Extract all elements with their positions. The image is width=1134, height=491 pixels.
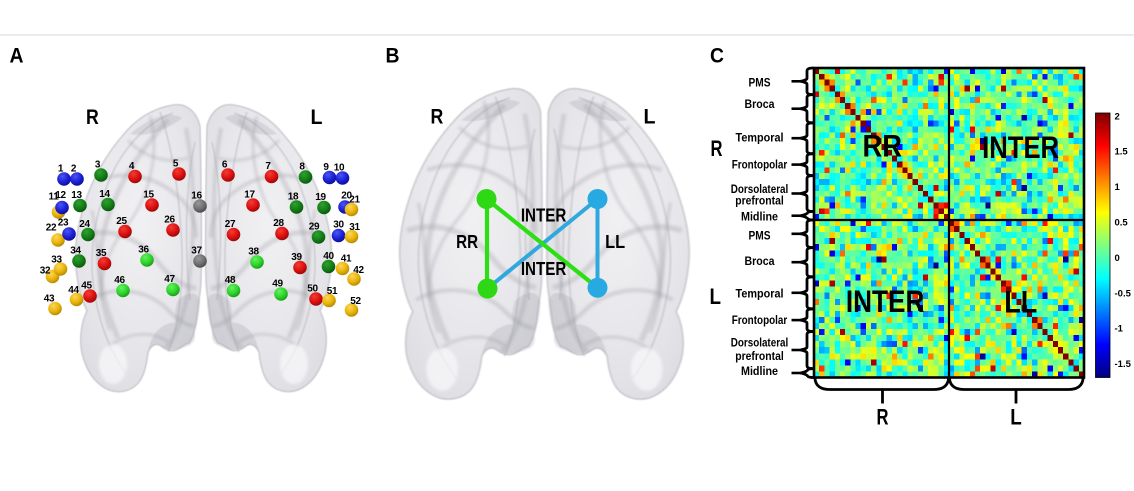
svg-text:5: 5	[173, 159, 179, 170]
svg-text:24: 24	[79, 219, 90, 230]
svg-text:Broca: Broca	[745, 254, 775, 268]
svg-text:4: 4	[129, 161, 135, 172]
svg-text:44: 44	[68, 285, 79, 296]
svg-text:L: L	[644, 106, 656, 129]
svg-text:LL: LL	[1004, 284, 1037, 320]
svg-text:3: 3	[95, 160, 101, 171]
svg-text:48: 48	[225, 275, 236, 286]
svg-text:PMS: PMS	[749, 75, 771, 89]
svg-text:35: 35	[96, 248, 107, 259]
svg-text:2: 2	[71, 164, 77, 175]
svg-text:20: 20	[341, 191, 352, 202]
svg-text:0.5: 0.5	[1115, 218, 1129, 229]
svg-text:-1: -1	[1115, 324, 1124, 335]
svg-text:Dorsolateral: Dorsolateral	[731, 335, 789, 349]
svg-text:31: 31	[349, 222, 360, 233]
svg-text:1.5: 1.5	[1115, 147, 1129, 158]
svg-text:INTER: INTER	[521, 205, 567, 226]
svg-text:38: 38	[248, 247, 259, 258]
svg-text:RR: RR	[456, 231, 478, 252]
svg-text:R: R	[711, 136, 723, 161]
svg-text:Frontopolar: Frontopolar	[732, 313, 788, 327]
svg-text:46: 46	[114, 275, 125, 286]
svg-text:prefrontal: prefrontal	[735, 349, 784, 363]
svg-text:prefrontal: prefrontal	[735, 194, 784, 208]
svg-text:-0.5: -0.5	[1115, 288, 1132, 299]
svg-text:11: 11	[49, 192, 60, 203]
svg-text:19: 19	[315, 192, 326, 203]
svg-text:36: 36	[138, 245, 149, 256]
svg-text:28: 28	[273, 218, 284, 229]
svg-text:29: 29	[309, 222, 320, 233]
svg-text:43: 43	[44, 294, 55, 305]
svg-text:L: L	[311, 106, 323, 129]
svg-text:52: 52	[350, 296, 361, 307]
svg-text:Temporal: Temporal	[736, 286, 784, 300]
svg-text:C: C	[710, 44, 724, 67]
svg-text:Dorsolateral: Dorsolateral	[731, 182, 789, 196]
svg-text:42: 42	[353, 265, 364, 276]
svg-text:45: 45	[81, 281, 92, 292]
svg-text:0: 0	[1115, 253, 1120, 264]
svg-text:INTER: INTER	[846, 283, 925, 319]
svg-text:39: 39	[291, 252, 302, 263]
svg-text:Midline: Midline	[741, 210, 778, 224]
svg-text:34: 34	[70, 246, 81, 257]
svg-text:1: 1	[58, 164, 64, 175]
svg-text:16: 16	[191, 191, 202, 202]
svg-text:8: 8	[299, 162, 305, 173]
svg-text:INTER: INTER	[521, 258, 567, 279]
svg-text:9: 9	[323, 162, 329, 173]
svg-text:Temporal: Temporal	[736, 130, 784, 144]
svg-text:23: 23	[58, 218, 69, 229]
svg-text:15: 15	[143, 190, 154, 201]
svg-text:INTER: INTER	[982, 129, 1059, 165]
svg-text:LL: LL	[605, 231, 625, 252]
svg-text:47: 47	[164, 274, 175, 285]
svg-text:2: 2	[1115, 111, 1120, 122]
svg-text:-1.5: -1.5	[1115, 359, 1132, 370]
svg-text:25: 25	[116, 216, 127, 227]
svg-text:A: A	[10, 44, 24, 67]
svg-text:51: 51	[327, 286, 338, 297]
svg-text:B: B	[386, 44, 400, 67]
svg-text:R: R	[877, 404, 889, 429]
svg-text:26: 26	[164, 215, 175, 226]
svg-text:40: 40	[323, 251, 334, 262]
svg-text:L: L	[1010, 404, 1022, 429]
svg-text:Frontopolar: Frontopolar	[732, 158, 788, 172]
svg-text:41: 41	[341, 254, 352, 265]
svg-text:49: 49	[272, 279, 283, 290]
svg-text:32: 32	[40, 266, 51, 277]
svg-text:Broca: Broca	[745, 97, 775, 111]
svg-text:Midline: Midline	[741, 364, 778, 378]
svg-text:37: 37	[191, 246, 202, 257]
svg-text:50: 50	[307, 284, 318, 295]
svg-text:L: L	[710, 284, 722, 309]
svg-text:14: 14	[99, 189, 110, 200]
svg-text:R: R	[431, 106, 444, 129]
svg-text:33: 33	[51, 255, 62, 266]
svg-text:22: 22	[46, 223, 57, 234]
svg-text:10: 10	[334, 163, 345, 174]
svg-text:1: 1	[1115, 182, 1121, 193]
svg-text:30: 30	[333, 220, 344, 231]
svg-text:PMS: PMS	[749, 229, 771, 243]
svg-text:6: 6	[222, 160, 228, 171]
svg-text:17: 17	[244, 190, 255, 201]
svg-text:13: 13	[71, 190, 82, 201]
svg-text:18: 18	[288, 192, 299, 203]
svg-text:RR: RR	[863, 128, 903, 164]
svg-text:12: 12	[55, 190, 66, 201]
svg-text:R: R	[86, 106, 99, 129]
svg-text:7: 7	[265, 161, 271, 172]
svg-text:21: 21	[349, 195, 360, 206]
svg-text:27: 27	[225, 219, 236, 230]
